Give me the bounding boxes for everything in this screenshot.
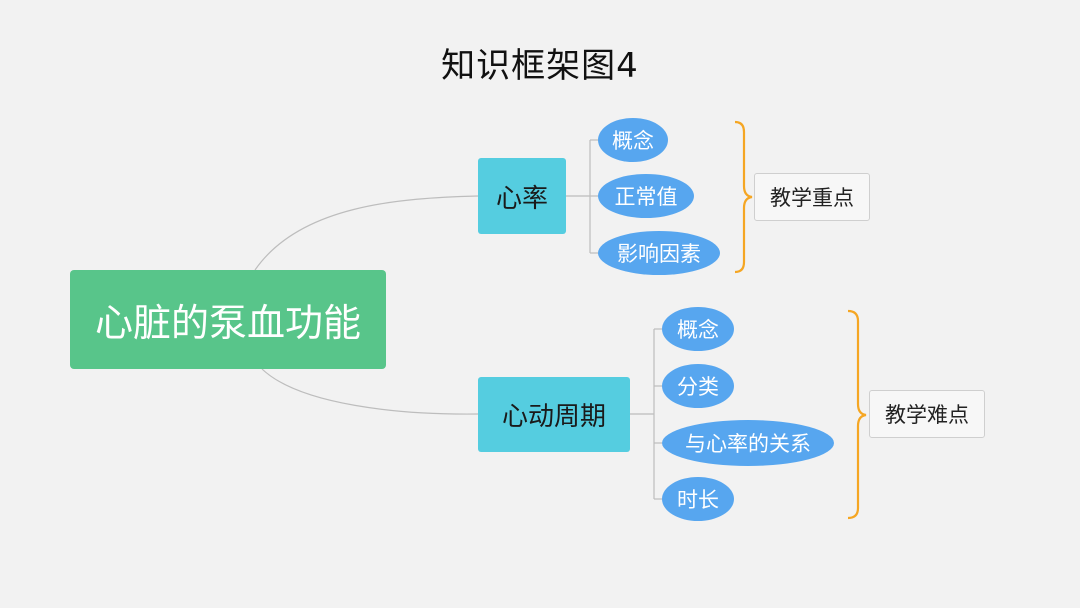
- connector-branch-1-children: [566, 139, 598, 254]
- leaf-heart-rate-normal-value[interactable]: 正常值: [598, 174, 694, 218]
- leaf-heart-rate-concept[interactable]: 概念: [598, 118, 668, 162]
- connector-root-to-branch-2: [261, 368, 479, 415]
- leaf-cycle-concept[interactable]: 概念: [662, 307, 734, 351]
- root-node[interactable]: 心脏的泵血功能: [70, 270, 386, 369]
- branch-heart-rate[interactable]: 心率: [478, 158, 566, 234]
- branch-cardiac-cycle[interactable]: 心动周期: [478, 377, 630, 452]
- bracket-2: [847, 309, 867, 520]
- leaf-cycle-classification[interactable]: 分类: [662, 364, 734, 408]
- connector-root-to-branch-1: [254, 195, 479, 271]
- bracket-1: [734, 120, 753, 274]
- connector-branch-2-children: [630, 328, 662, 500]
- leaf-cycle-relation-to-rate[interactable]: 与心率的关系: [662, 420, 834, 466]
- tag-teaching-focus[interactable]: 教学重点: [754, 173, 870, 221]
- leaf-cycle-duration[interactable]: 时长: [662, 477, 734, 521]
- page-title: 知识框架图4: [441, 46, 639, 86]
- tag-teaching-difficulty[interactable]: 教学难点: [869, 390, 985, 438]
- leaf-heart-rate-factors[interactable]: 影响因素: [598, 231, 720, 275]
